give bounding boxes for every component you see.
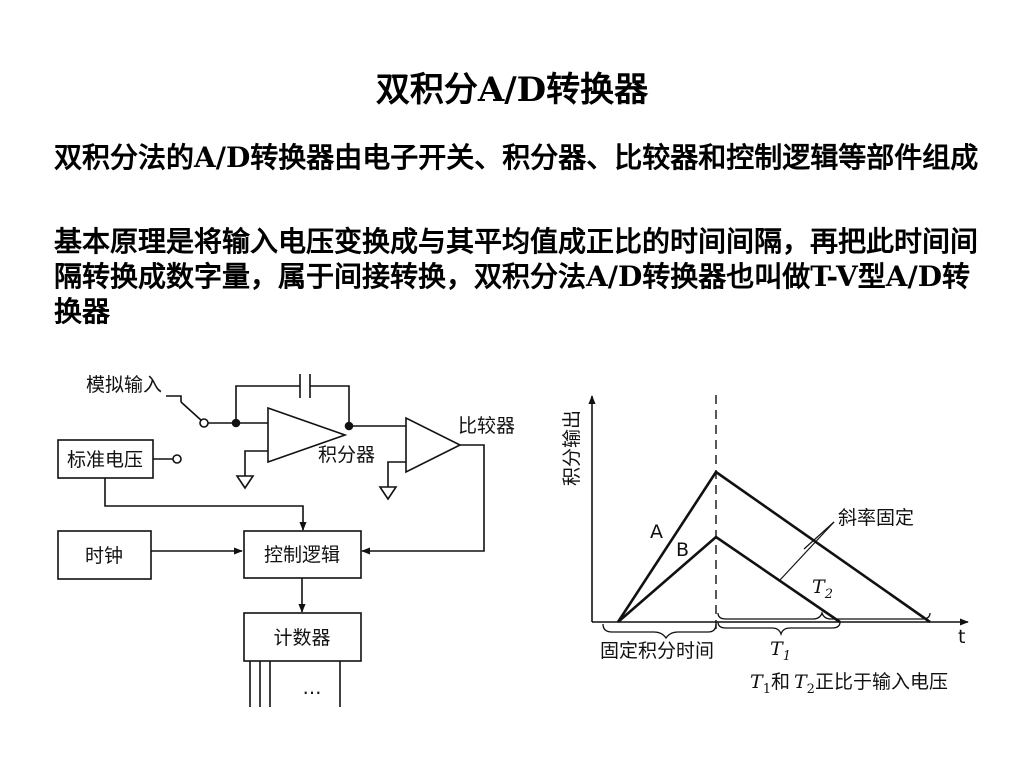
integrator-opamp	[267, 406, 348, 464]
counter-label: 计数器	[273, 627, 330, 649]
comparator-to-control-wire	[361, 444, 485, 555]
integrator-label: 积分器	[318, 444, 375, 466]
t2-brace	[717, 610, 931, 620]
comparator-ground-wire	[387, 461, 406, 487]
ground-symbol	[378, 486, 398, 501]
switch-blade	[180, 401, 203, 422]
analog-input-lead	[166, 395, 182, 402]
slide-title: 双积分A/D转换器	[375, 70, 649, 110]
fixed-time-brace	[602, 623, 717, 640]
t2-label: T2	[812, 576, 833, 602]
curve-a-label: A	[650, 521, 663, 543]
curve-b	[617, 535, 841, 624]
switch-contact	[199, 418, 209, 428]
block-diagram: 模拟输入 积分器 比较器 标准电压 时钟	[57, 374, 515, 707]
feedback-wire-right	[310, 385, 350, 426]
control-logic-label: 控制逻辑	[264, 544, 340, 566]
integrator-ground-wire	[244, 450, 268, 476]
fixed-integration-time-label: 固定积分时间	[600, 640, 714, 662]
counter-output-ellipsis: …	[303, 677, 322, 699]
clock-label: 时钟	[85, 545, 123, 567]
slope-pointer-line	[779, 521, 835, 581]
reference-voltage-label: 标准电压	[67, 449, 143, 471]
clock-box	[57, 530, 152, 580]
curve-b-label: B	[676, 539, 689, 561]
t1-label: T1	[770, 638, 791, 664]
comparator-label: 比较器	[458, 415, 515, 437]
analog-input-label: 模拟输入	[86, 374, 162, 396]
comparator-opamp	[405, 416, 462, 474]
y-axis-label: 积分输出	[561, 410, 583, 486]
t1-brace	[717, 621, 841, 637]
slope-fixed-label: 斜率固定	[838, 507, 914, 529]
paragraph-components: 双积分法的A/D转换器由电子开关、积分器、比较器和控制逻辑等部件组成	[54, 141, 979, 174]
reference-to-control-wire	[104, 478, 307, 531]
curve-a	[616, 470, 931, 624]
ground-symbol	[235, 475, 255, 490]
feedback-wire-left	[235, 385, 300, 423]
x-axis-label: t	[958, 626, 965, 648]
reference-terminal	[172, 454, 182, 464]
counter-box	[243, 612, 362, 662]
paragraph-principle: 基本原理是将输入电压变换成与其平均值成正比的时间间隔，再把此时间间隔转换成数字量…	[54, 225, 979, 328]
